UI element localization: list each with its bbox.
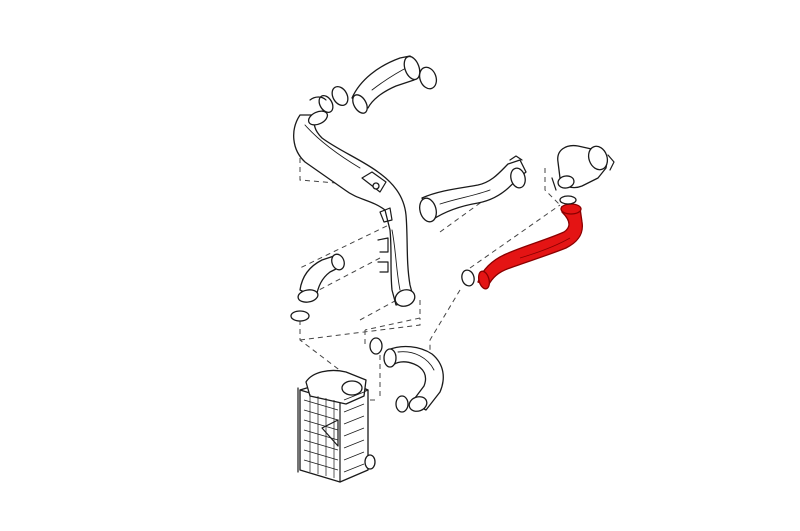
intercooler [297, 369, 376, 483]
charge-hose-clamps [461, 195, 577, 287]
left-small-hose [290, 253, 345, 322]
upper-hose-clamps [318, 66, 438, 114]
upper-intake-hose [351, 55, 421, 114]
intercooler-charge-hose [477, 203, 584, 290]
elbow-adapter [551, 144, 615, 191]
middle-charge-hose [419, 155, 527, 223]
lower-intercooler-hose [369, 337, 444, 413]
y-pipe-assembly [293, 96, 416, 307]
